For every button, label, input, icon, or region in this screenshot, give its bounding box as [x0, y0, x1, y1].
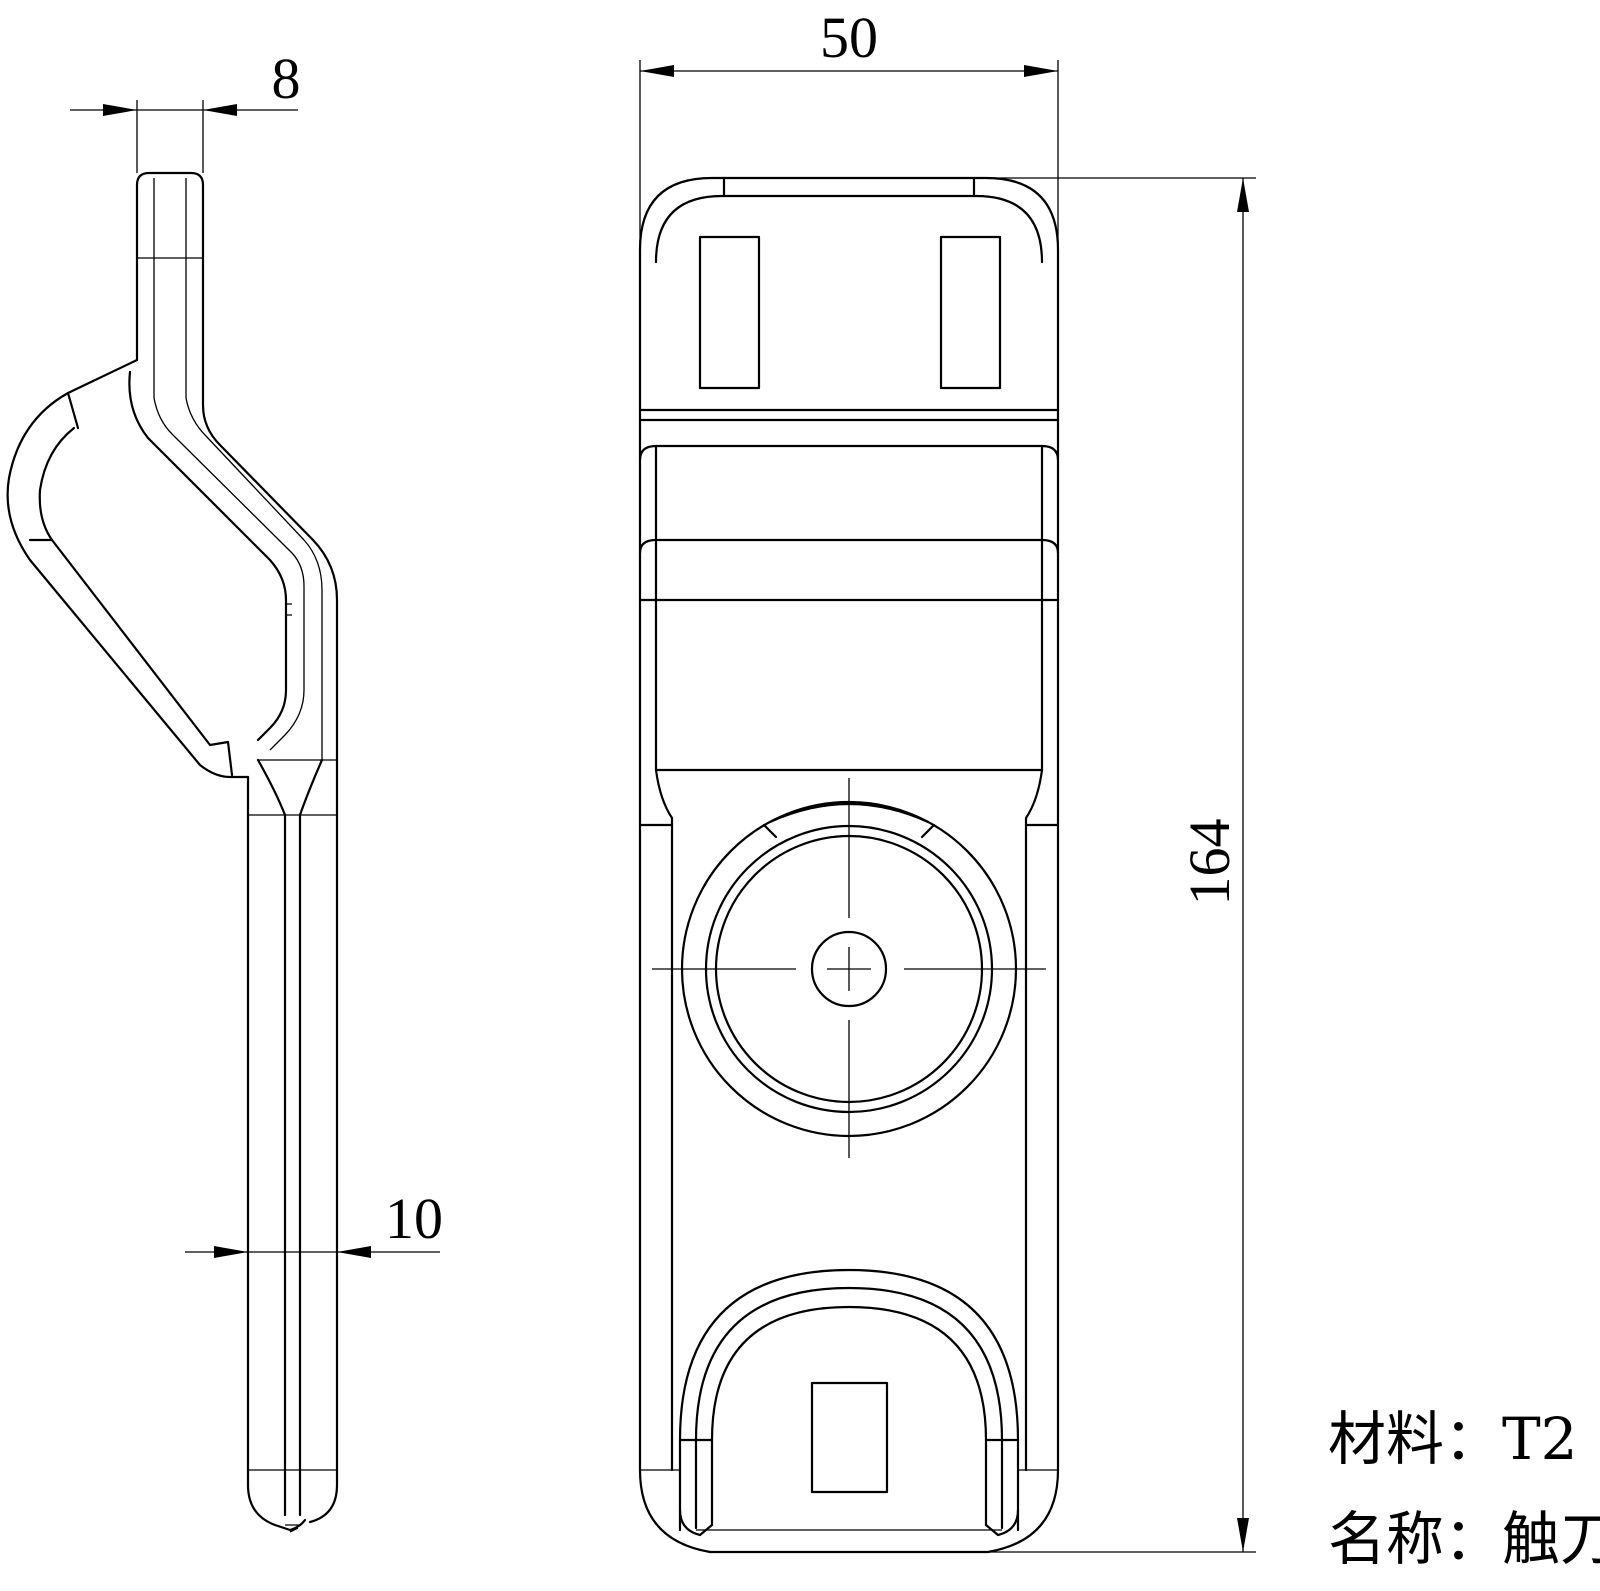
dimension-label-8: 8 [272, 46, 301, 111]
dimension-label-50: 50 [820, 5, 878, 70]
front-view [638, 176, 1060, 1554]
dimension-label-10: 10 [385, 1186, 443, 1251]
side-view [6, 171, 339, 1533]
dimension-164: 164 [986, 177, 1256, 1553]
dimension-10: 10 [185, 1186, 443, 1258]
part-name-note: 名称：触刀 [1328, 1505, 1600, 1573]
dimension-label-164: 164 [1177, 819, 1242, 906]
material-note: 材料：T2 [1328, 1405, 1578, 1473]
dimension-8: 8 [70, 46, 301, 173]
dimension-50: 50 [639, 5, 1059, 258]
